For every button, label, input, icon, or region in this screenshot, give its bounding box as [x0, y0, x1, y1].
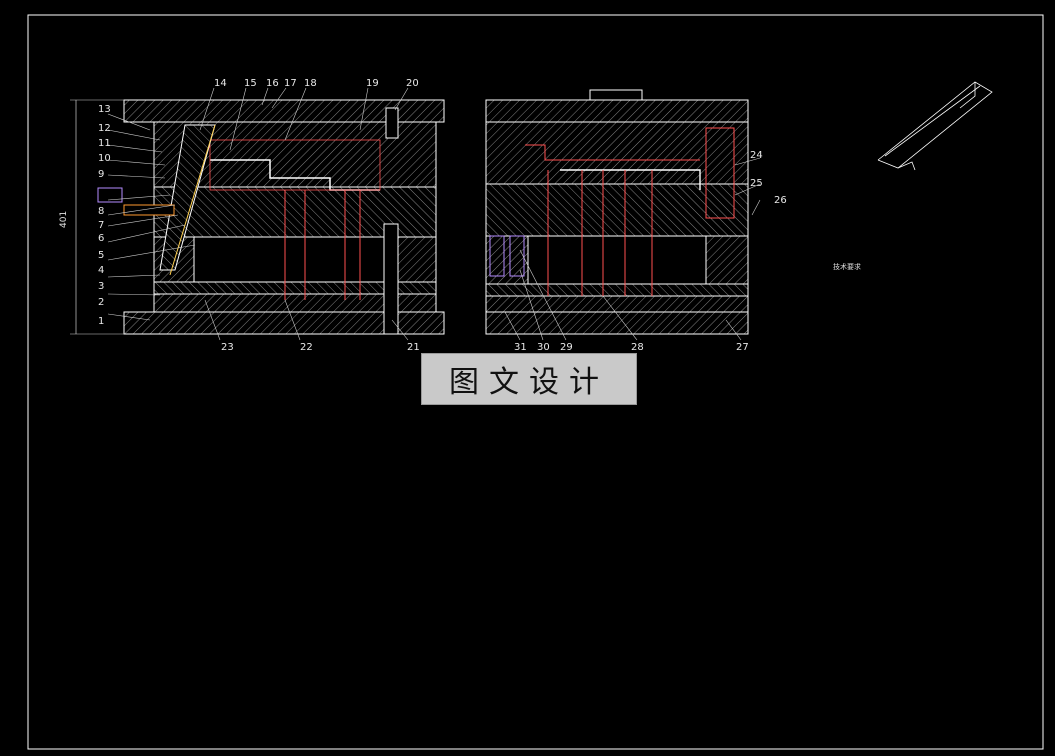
- part-number: 7: [98, 220, 104, 231]
- side-section-view: 401 13 12 11 10 9 8 7 6 5 4: [59, 78, 445, 353]
- tech-requirements-title: 技术要求: [833, 263, 861, 271]
- part-number: 11: [98, 138, 111, 149]
- part-number: 9: [98, 169, 104, 180]
- part-number: 25: [750, 178, 763, 189]
- side-left-part-numbers: 13 12 11 10 9 8 7 6 5 4 3 2 1: [98, 104, 111, 327]
- section-right-part-numbers: 24 25 26: [750, 150, 787, 206]
- part-number: 3: [98, 281, 104, 292]
- part-number: 21: [407, 342, 420, 353]
- part-number: 29: [560, 342, 573, 353]
- drawing-border: [27, 14, 1044, 750]
- part-number: 22: [300, 342, 313, 353]
- part-number: 10: [98, 153, 111, 164]
- part-number: 23: [221, 342, 234, 353]
- part-number: 19: [366, 78, 379, 89]
- part-number: 8: [98, 206, 104, 217]
- part-number: 30: [537, 342, 550, 353]
- watermark-banner: 图文设计: [421, 353, 637, 405]
- part-number: 18: [304, 78, 317, 89]
- part-number: 13: [98, 104, 111, 115]
- part-number: 20: [406, 78, 419, 89]
- plan-view-left: 451 454 551: [0, 0, 62, 19]
- side-bottom-part-numbers: 23 22 21: [221, 342, 420, 353]
- plan-height-dimension: 451: [0, 8, 18, 18]
- part-number: 27: [736, 342, 749, 353]
- part-number: 6: [98, 233, 104, 244]
- part-number: 14: [214, 78, 227, 89]
- part-number: 15: [244, 78, 257, 89]
- part-number: 26: [774, 195, 787, 206]
- part-number: 24: [750, 150, 763, 161]
- part-isometric: [877, 81, 993, 171]
- part-number: 1: [98, 316, 104, 327]
- part-number: 16: [266, 78, 279, 89]
- watermark-text: 图文设计: [449, 365, 609, 400]
- side-height-dimension: 401: [59, 211, 69, 228]
- part-number: 5: [98, 250, 104, 261]
- plan-outer-width-dimension: 551: [44, 8, 62, 18]
- end-section-view: 24 25 26 31 30 29 28 27: [485, 89, 787, 353]
- part-number: 2: [98, 297, 104, 308]
- part-number: 4: [98, 265, 104, 276]
- plan-inner-width-dimension: 454: [22, 8, 40, 18]
- side-top-part-numbers: 14 15 16 17 18 19 20: [214, 78, 419, 89]
- part-number: 28: [631, 342, 644, 353]
- part-number: 17: [284, 78, 297, 89]
- part-number: 12: [98, 123, 111, 134]
- section-bottom-part-numbers: 31 30 29 28 27: [514, 342, 749, 353]
- part-number: 31: [514, 342, 527, 353]
